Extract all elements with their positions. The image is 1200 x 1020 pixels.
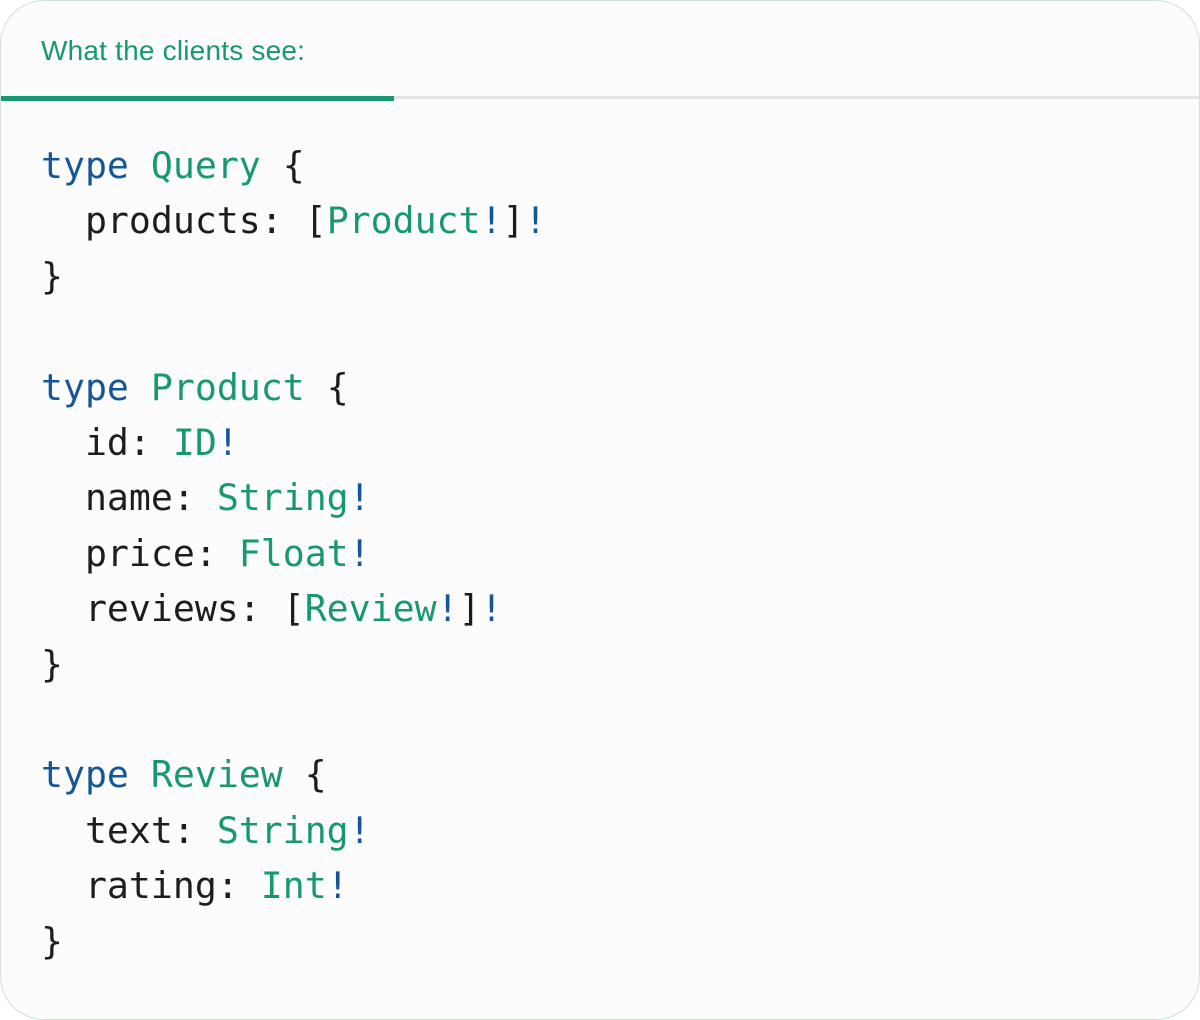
code-token: ! [326, 864, 349, 908]
code-token: { [282, 753, 327, 797]
code-token: } [41, 919, 63, 963]
code-token: { [260, 144, 305, 187]
tab-what-the-clients-see[interactable]: What the clients see: [41, 34, 305, 68]
code-token: name: [41, 476, 217, 520]
code-token: Float [238, 531, 349, 575]
code-token: ! [436, 587, 459, 631]
code-token: id: [41, 421, 173, 465]
code-token: Review [304, 587, 437, 631]
code-token: ] [458, 587, 481, 631]
code-token: ! [348, 808, 371, 852]
code-token: type [41, 144, 129, 187]
graphql-schema-code-block: type Query { products: [Product!]! } typ… [1, 101, 1199, 969]
tab-bar: What the clients see: [1, 1, 1199, 101]
tab-bar-divider [1, 96, 1199, 99]
code-token [129, 144, 151, 187]
code-token: type [41, 753, 129, 797]
code-token: Product [150, 365, 305, 409]
code-token: { [304, 365, 349, 409]
code-token: Review [150, 753, 283, 797]
code-token: ! [216, 421, 239, 465]
code-token: String [216, 476, 349, 520]
code-token: ! [348, 531, 371, 575]
code-token: ID [172, 421, 217, 465]
active-tab-underline [1, 96, 394, 101]
code-token: price: [41, 531, 239, 575]
code-token: ! [524, 199, 547, 243]
code-token: Query [150, 144, 261, 187]
code-token: text: [41, 808, 217, 852]
code-token: ! [480, 587, 503, 631]
code-token [129, 753, 151, 796]
tab-label: What the clients see: [41, 35, 306, 66]
code-token: type [41, 365, 129, 409]
code-token: String [216, 808, 349, 852]
code-token: } [41, 254, 63, 298]
code-token: ] [502, 199, 525, 243]
code-token: products: [ [41, 199, 327, 243]
code-token: ! [348, 476, 371, 520]
code-token [129, 366, 151, 409]
code-token: Int [260, 864, 327, 908]
code-token: } [41, 642, 63, 686]
code-token: rating: [41, 864, 261, 908]
code-token: reviews: [ [41, 587, 305, 631]
code-token: Product [326, 199, 481, 243]
code-token: ! [480, 199, 503, 243]
